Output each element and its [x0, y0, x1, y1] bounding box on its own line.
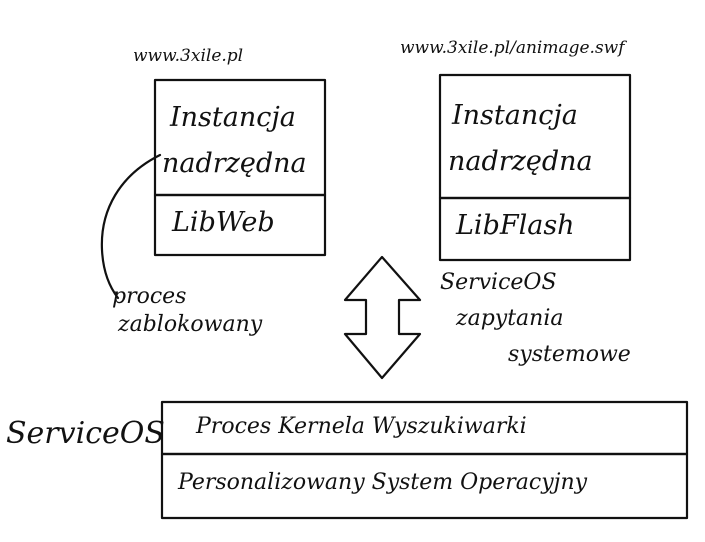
- bottom-bottom-box: [160, 452, 689, 520]
- callout-line2: zablokowany: [118, 312, 263, 337]
- right-top-box: [438, 73, 632, 200]
- kernel-process-label: Proces Kernela Wyszukiwarki: [196, 414, 527, 439]
- personalized-os-label: Personalizowany System Operacyjny: [178, 470, 588, 495]
- right-bottom-box: [438, 196, 632, 262]
- arrow-label-line3: systemowe: [508, 342, 631, 367]
- arrow-label-line1: ServiceOS: [440, 270, 557, 295]
- left-instance-line2: nadrzędna: [162, 148, 307, 179]
- right-instance-line1: Instancja: [452, 100, 578, 131]
- right-lib-label: LibFlash: [456, 210, 575, 241]
- callout-line1: proces: [112, 284, 187, 309]
- right-instance-line2: nadrzędna: [448, 146, 593, 177]
- left-lib-label: LibWeb: [172, 207, 275, 238]
- serviceos-side-label: ServiceOS: [6, 416, 165, 451]
- arrow-label-line2: zapytania: [456, 306, 564, 331]
- right-url-label: www.3xile.pl/animage.swf: [400, 38, 625, 58]
- left-instance-line1: Instancja: [170, 102, 296, 133]
- double-arrow: [343, 255, 422, 380]
- callout-line: [100, 153, 162, 300]
- left-url-label: www.3xile.pl: [133, 46, 244, 66]
- left-bottom-box: [153, 193, 327, 257]
